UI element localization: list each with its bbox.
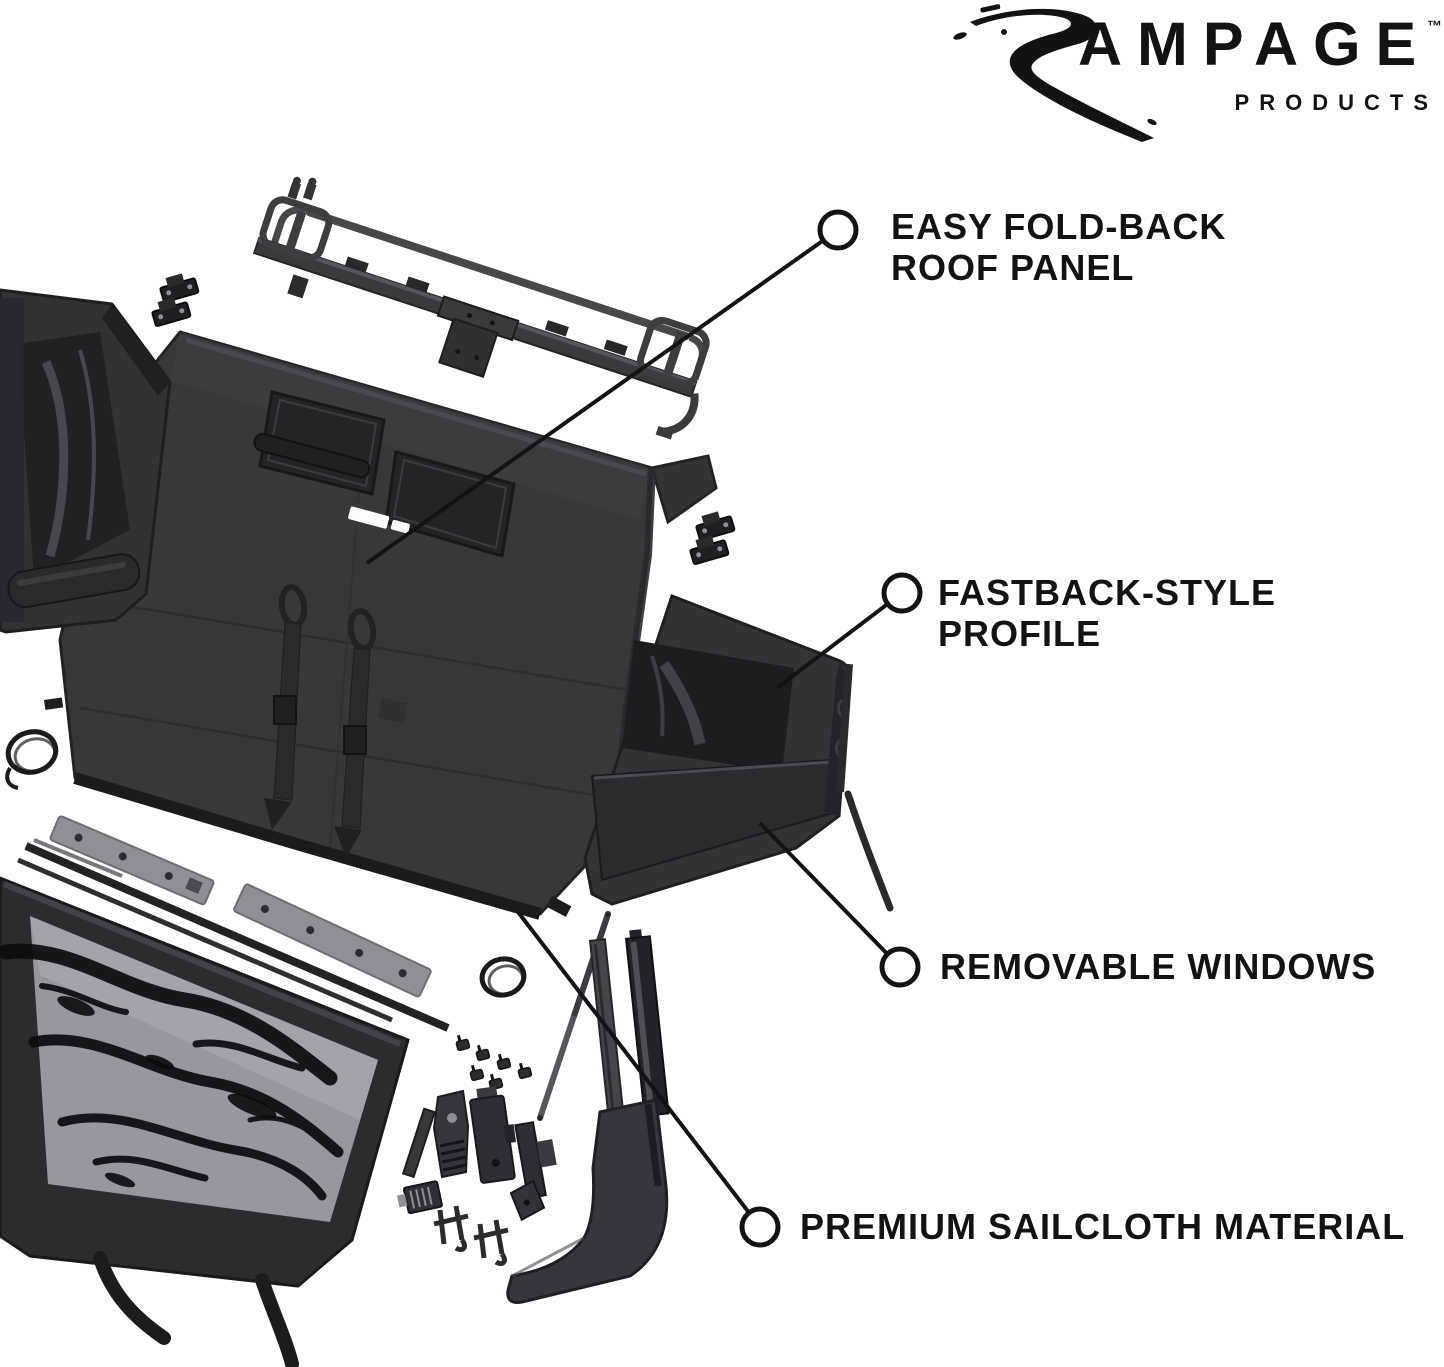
mounting-plates-and-rails [17,815,450,1179]
hinge-brackets-right [689,511,736,565]
callout-markers [739,209,923,1248]
callout-leaders [365,228,904,1229]
callout-marker-fastback [881,572,923,614]
callout-roof-panel: EASY FOLD-BACK ROOF PANEL [891,206,1227,288]
left-door-window-panel [0,288,172,634]
cable-ring-left [5,729,59,790]
callout-removable-windows: REMOVABLE WINDOWS [940,946,1377,987]
window-roll-bar [253,432,371,479]
callout-marker-sailcloth [739,1206,781,1248]
rear-window-panel [0,876,410,1367]
brand-wordmark: AMPAGE [1078,10,1432,78]
latch-bracket [469,1086,517,1184]
door-surround-rail [506,1098,669,1304]
quarter-window-glass [622,640,794,772]
rear-panel-strap [93,1251,171,1345]
callout-marker-roof-panel [817,209,859,251]
hardware-kit [397,911,670,1304]
door-rail-dark [624,929,670,1117]
left-door-glass [18,332,130,580]
rear-panel-strap [255,1273,299,1367]
callout-sailcloth: PREMIUM SAILCLOTH MATERIAL [800,1206,1406,1247]
tie-down-strap-right [334,608,408,858]
brush-r-icon [953,4,1157,142]
rear-window-glass [30,916,378,1222]
brand-subtitle: PRODUCTS [1234,90,1438,115]
tie-down-strap-left [264,584,308,830]
trademark-symbol: ™ [1427,18,1442,35]
ribbed-block [397,1180,443,1215]
quarter-window-panel [583,594,894,912]
fold-back-frame [252,176,710,440]
brand-logo: AMPAGE ™ PRODUCTS [940,2,1442,146]
tailgate-plate-left [49,815,215,906]
striker-bracket [432,1089,470,1179]
product-label [348,506,410,534]
corner-bracket [509,1121,557,1222]
callout-fastback-profile: FASTBACK-STYLE PROFILE [938,572,1276,654]
wire-hooks [433,1205,509,1267]
tailgate-plate-right [233,883,432,998]
callout-marker-windows [879,946,921,988]
hinge-brackets-left [151,273,200,327]
cable-ring-center [479,956,527,998]
fastener-clips [455,1034,533,1091]
